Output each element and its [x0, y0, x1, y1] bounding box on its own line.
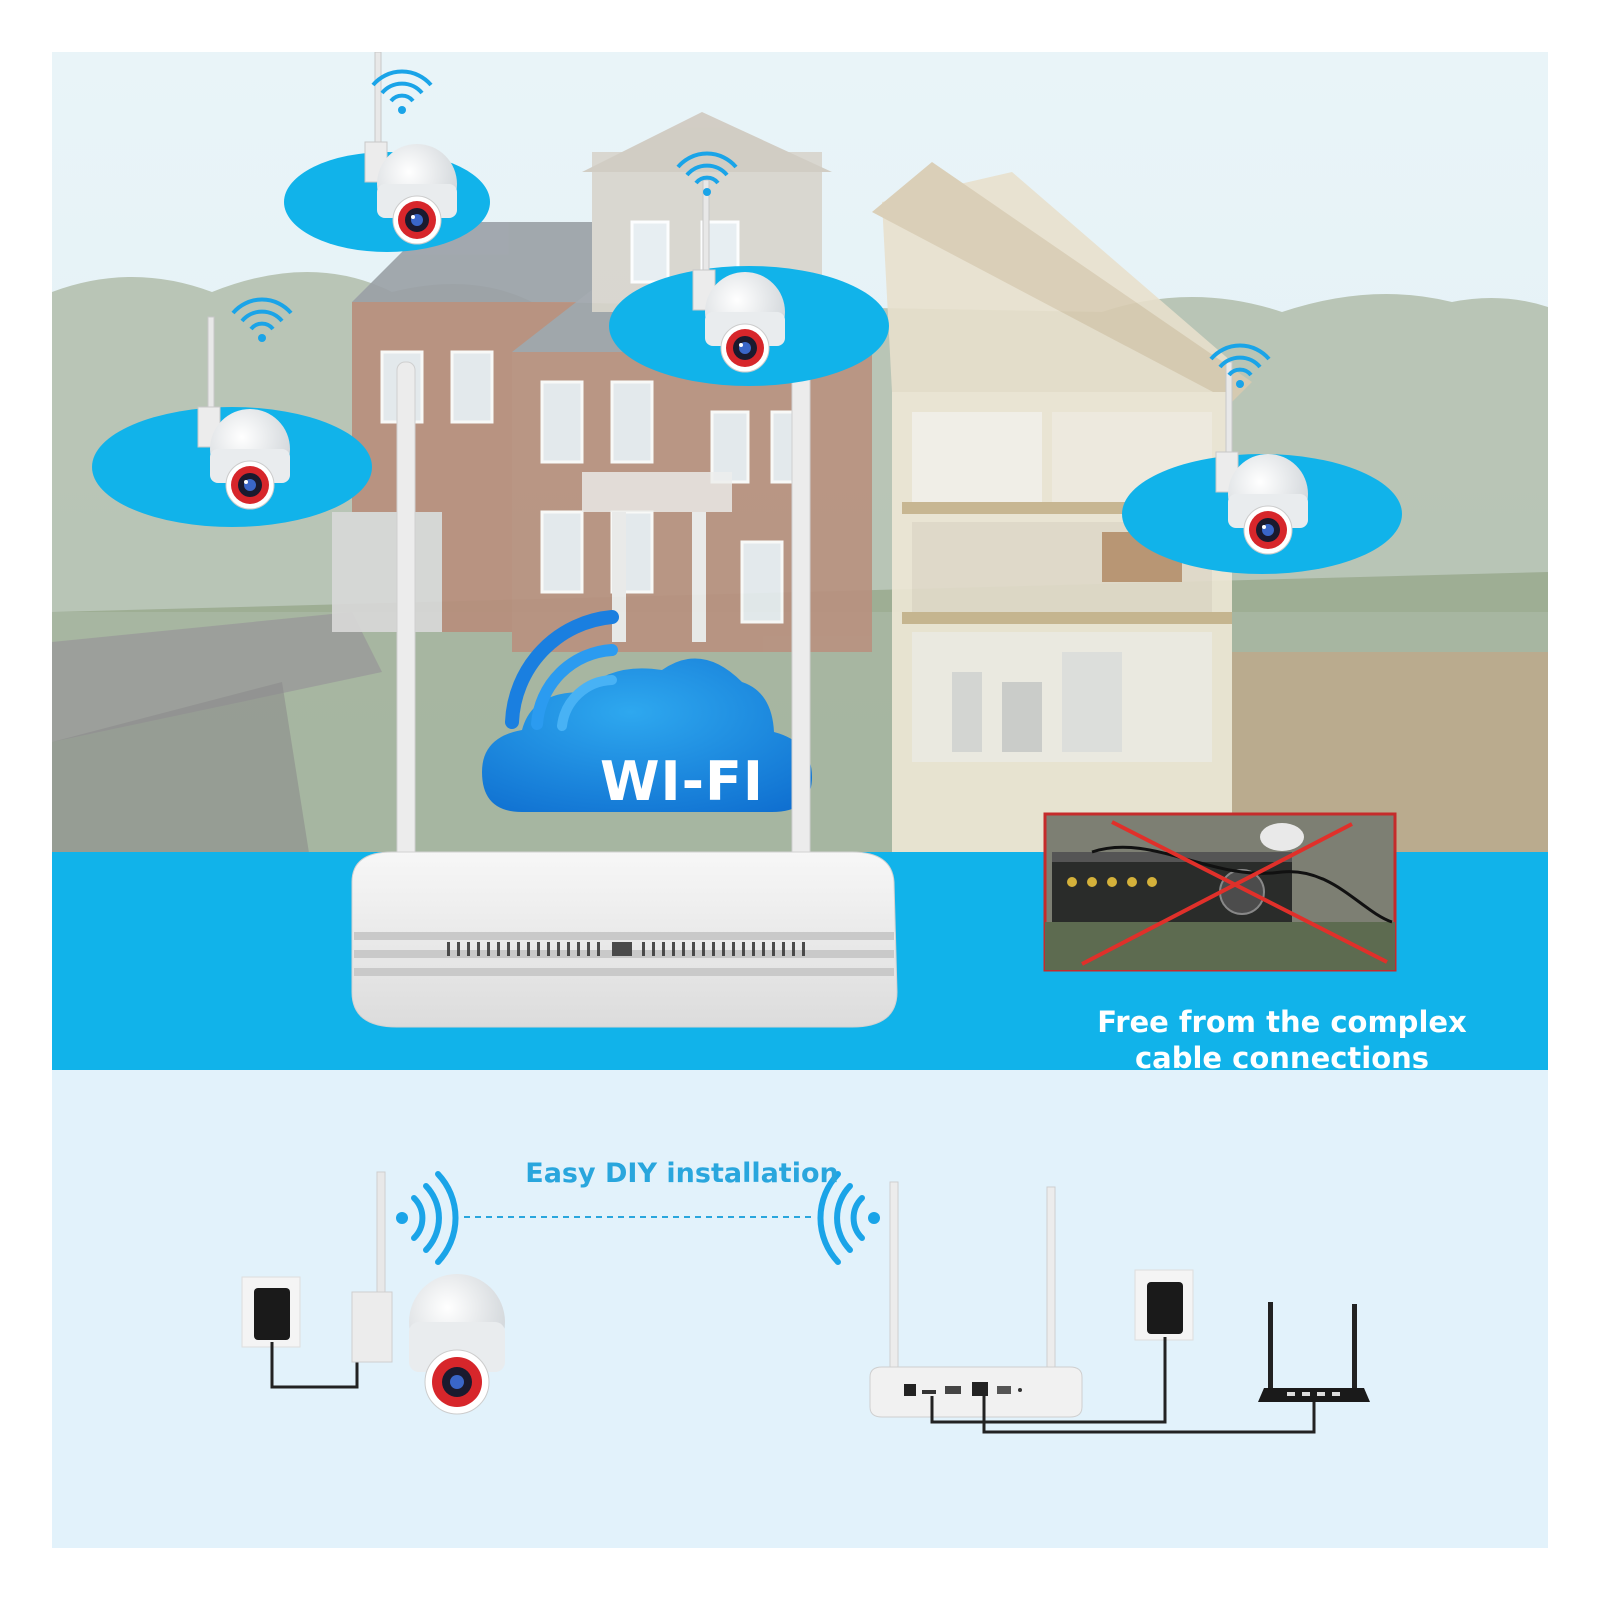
nvr-icon [351, 361, 898, 1028]
power-adapter-icon [930, 1269, 1194, 1424]
installation-label: Easy DIY installation [525, 1158, 839, 1189]
camera-icon [609, 151, 889, 386]
wifi-signal-icon [817, 1171, 880, 1265]
router-icon [982, 1302, 1370, 1434]
caption-line-1: Free from the complex [1097, 1005, 1467, 1039]
illustration [52, 52, 1548, 1548]
cloud-label: WI-FI [599, 750, 765, 813]
caption-line-2: cable connections [1134, 1041, 1430, 1075]
camera-icon [351, 1171, 505, 1415]
wifi-signal-icon [505, 610, 619, 731]
camera-icon [284, 52, 490, 252]
road [52, 682, 312, 872]
nvr-icon [869, 1181, 1083, 1418]
camera-icon [1122, 343, 1402, 574]
wifi-signal-icon [396, 1171, 459, 1265]
installation-panel [52, 1070, 1548, 1548]
cable-caption: Free from the complex cable connections [1062, 1004, 1502, 1076]
driveway [52, 612, 382, 742]
camera-icon [92, 297, 372, 527]
product-banner: WI-FI Free from the complex cable connec… [52, 52, 1548, 1548]
house [332, 112, 872, 652]
cloud-icon [482, 658, 812, 812]
power-adapter-icon [241, 1276, 359, 1389]
cable-photo [1043, 812, 1397, 972]
